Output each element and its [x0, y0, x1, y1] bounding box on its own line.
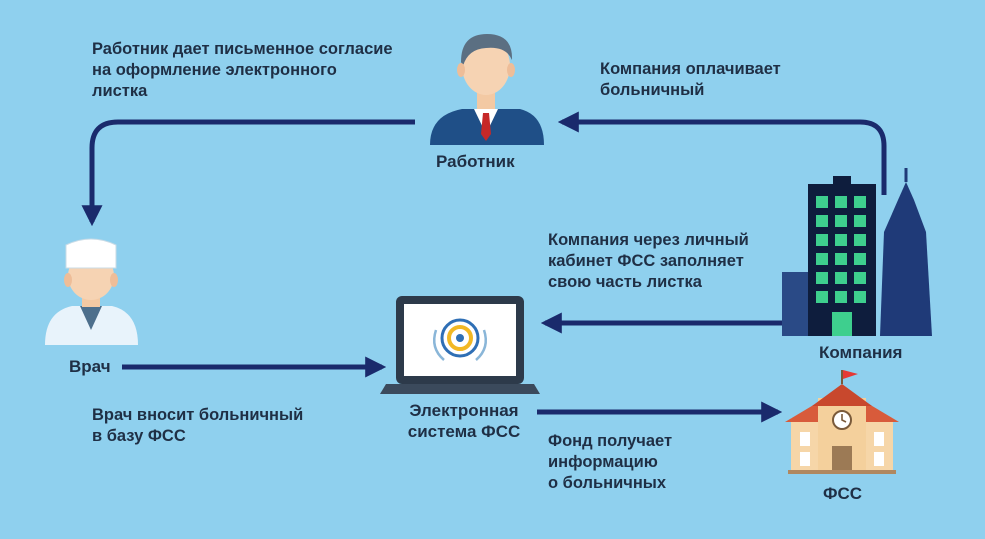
- building-window: [816, 234, 828, 246]
- school-building-flag-icon: [785, 370, 899, 474]
- edge-text-company-to-worker: Компания оплачивает больничный: [600, 60, 781, 99]
- edge-text-system-to-fund: Фонд получает информацию о больничных: [548, 432, 673, 492]
- building-window: [854, 196, 866, 208]
- building-window: [816, 196, 828, 208]
- edge-text-worker-to-doctor: Работник дает письменное согласие на офо…: [92, 40, 393, 100]
- node-label-worker: Работник: [436, 152, 515, 171]
- laptop-fss-logo-icon: [380, 296, 540, 394]
- building-window: [854, 291, 866, 303]
- office-buildings-icon: [782, 168, 932, 336]
- building-window: [835, 272, 847, 284]
- building-window: [835, 215, 847, 227]
- building-window: [835, 196, 847, 208]
- building-window: [816, 291, 828, 303]
- node-label-doctor: Врач: [69, 357, 111, 376]
- building-window: [854, 253, 866, 265]
- building-window: [854, 234, 866, 246]
- arrow-worker-to-doctor: [81, 119, 415, 227]
- node-label-fund: ФСС: [823, 484, 863, 503]
- building-window: [816, 272, 828, 284]
- building-window: [816, 215, 828, 227]
- node-label-company: Компания: [819, 343, 903, 362]
- edge-text-doctor-to-system: Врач вносит больничный в базу ФСС: [92, 406, 304, 445]
- building-window: [835, 253, 847, 265]
- businessman-icon: [430, 34, 544, 145]
- arrow-company-to-worker: [557, 111, 887, 195]
- building-window: [854, 272, 866, 284]
- building-window: [854, 215, 866, 227]
- node-label-system: Электронная система ФСС: [407, 401, 521, 441]
- building-window: [816, 253, 828, 265]
- edge-text-company-to-system: Компания через личный кабинет ФСС заполн…: [548, 231, 749, 291]
- building-window: [835, 234, 847, 246]
- building-window: [835, 291, 847, 303]
- doctor-icon: [45, 238, 138, 345]
